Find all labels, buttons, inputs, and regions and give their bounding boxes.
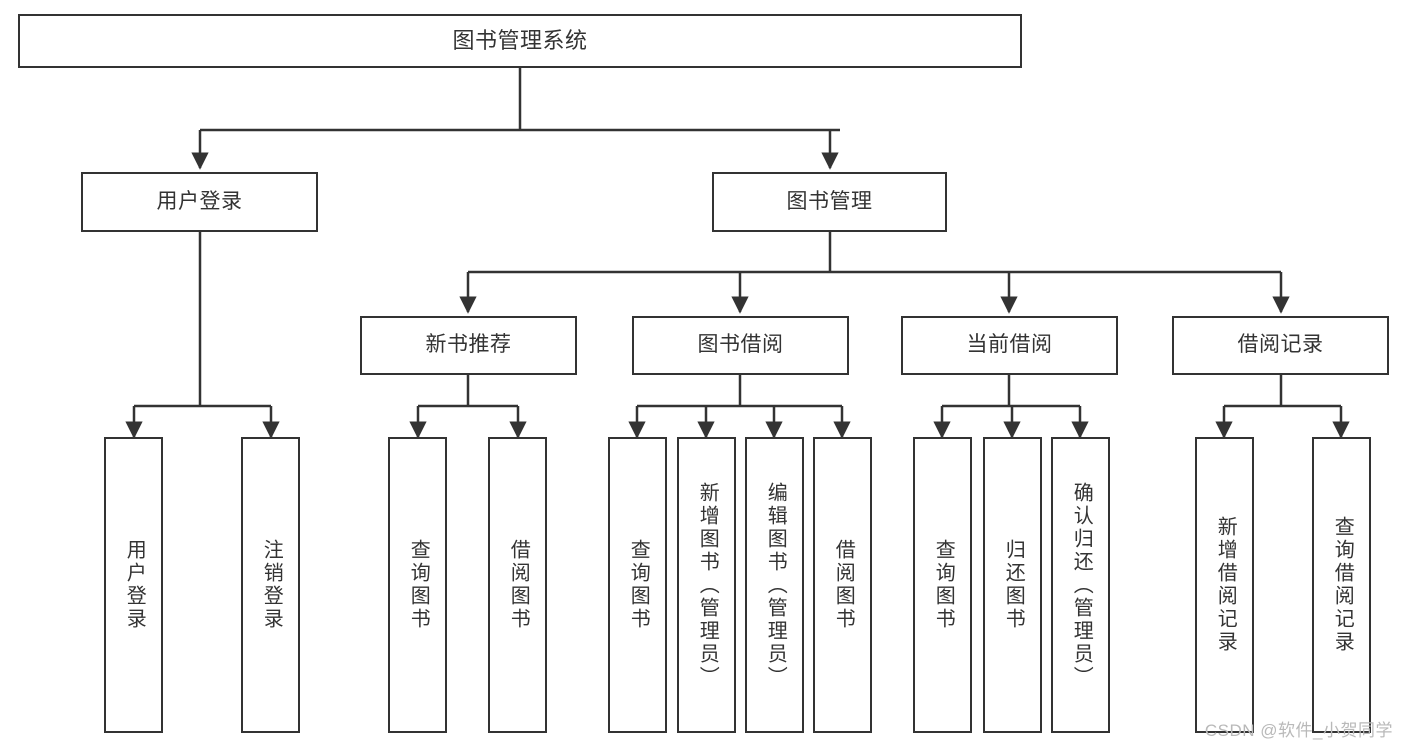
leaf-user-login-login-label: 用户登录	[123, 539, 146, 631]
node-current-borrow-label: 当前借阅	[966, 333, 1053, 357]
leaf-current-borrow-confirm[interactable]: 确认归还（管理员）	[1051, 437, 1110, 733]
leaf-new-books-borrow-label: 借阅图书	[507, 539, 530, 631]
node-root-label: 图书管理系统	[452, 28, 588, 54]
node-borrow-records[interactable]: 借阅记录	[1172, 316, 1389, 375]
leaf-new-books-query-label: 查询图书	[407, 539, 430, 631]
node-book-management-label: 图书管理	[786, 189, 873, 213]
node-user-login[interactable]: 用户登录	[81, 172, 318, 232]
node-book-management[interactable]: 图书管理	[712, 172, 947, 232]
leaf-new-books-query[interactable]: 查询图书	[388, 437, 447, 733]
node-user-login-label: 用户登录	[156, 189, 243, 213]
node-root[interactable]: 图书管理系统	[18, 14, 1022, 68]
leaf-borrow-books-query[interactable]: 查询图书	[608, 437, 667, 733]
leaf-current-borrow-confirm-label: 确认归还（管理员）	[1070, 481, 1093, 689]
node-new-book-recommend[interactable]: 新书推荐	[360, 316, 577, 375]
leaf-borrow-records-query-label: 查询借阅记录	[1331, 516, 1354, 654]
leaf-current-borrow-query[interactable]: 查询图书	[913, 437, 972, 733]
node-current-borrow[interactable]: 当前借阅	[901, 316, 1118, 375]
leaf-borrow-books-query-label: 查询图书	[627, 539, 650, 631]
leaf-user-login-logout[interactable]: 注销登录	[241, 437, 300, 733]
leaf-borrow-books-borrow[interactable]: 借阅图书	[813, 437, 872, 733]
leaf-user-login-logout-label: 注销登录	[260, 539, 283, 631]
leaf-borrow-books-add[interactable]: 新增图书（管理员）	[677, 437, 736, 733]
node-new-book-recommend-label: 新书推荐	[425, 333, 512, 357]
leaf-borrow-records-add-label: 新增借阅记录	[1214, 516, 1237, 654]
leaf-new-books-borrow[interactable]: 借阅图书	[488, 437, 547, 733]
leaf-borrow-records-add[interactable]: 新增借阅记录	[1195, 437, 1254, 733]
leaf-current-borrow-query-label: 查询图书	[932, 539, 955, 631]
leaf-borrow-books-edit-label: 编辑图书（管理员）	[764, 481, 787, 689]
node-book-borrow-label: 图书借阅	[697, 333, 784, 357]
leaf-borrow-books-add-label: 新增图书（管理员）	[696, 481, 719, 689]
leaf-current-borrow-return-label: 归还图书	[1002, 539, 1025, 631]
node-book-borrow[interactable]: 图书借阅	[632, 316, 849, 375]
leaf-borrow-books-edit[interactable]: 编辑图书（管理员）	[745, 437, 804, 733]
leaf-current-borrow-return[interactable]: 归还图书	[983, 437, 1042, 733]
leaf-borrow-records-query[interactable]: 查询借阅记录	[1312, 437, 1371, 733]
node-borrow-records-label: 借阅记录	[1237, 333, 1324, 357]
leaf-borrow-books-borrow-label: 借阅图书	[832, 539, 855, 631]
watermark-text: CSDN @软件_小贺同学	[1204, 721, 1393, 740]
leaf-user-login-login[interactable]: 用户登录	[104, 437, 163, 733]
